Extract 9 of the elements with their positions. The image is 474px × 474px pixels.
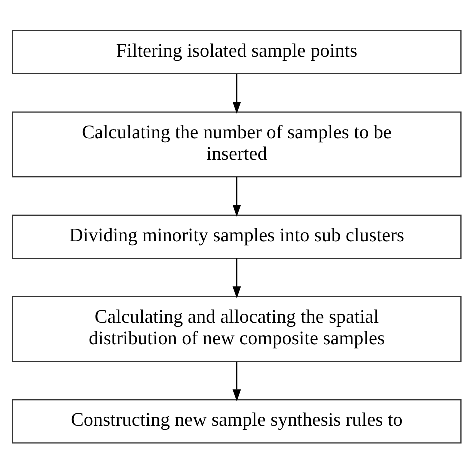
arrow	[232, 258, 242, 299]
arrow	[232, 74, 242, 114]
arrow	[232, 362, 242, 402]
node-box: Constructing new sample synthesis rules to	[12, 399, 462, 444]
node-box: Calculating and allocating the spatial distribution of new composite samples	[12, 296, 462, 362]
node-box: Calculating the number of samples to be inserted	[12, 112, 462, 178]
node-box: Filtering isolated sample points	[12, 30, 462, 75]
node-box: Dividing minority samples into sub clusters	[12, 214, 462, 260]
arrow	[232, 177, 242, 218]
